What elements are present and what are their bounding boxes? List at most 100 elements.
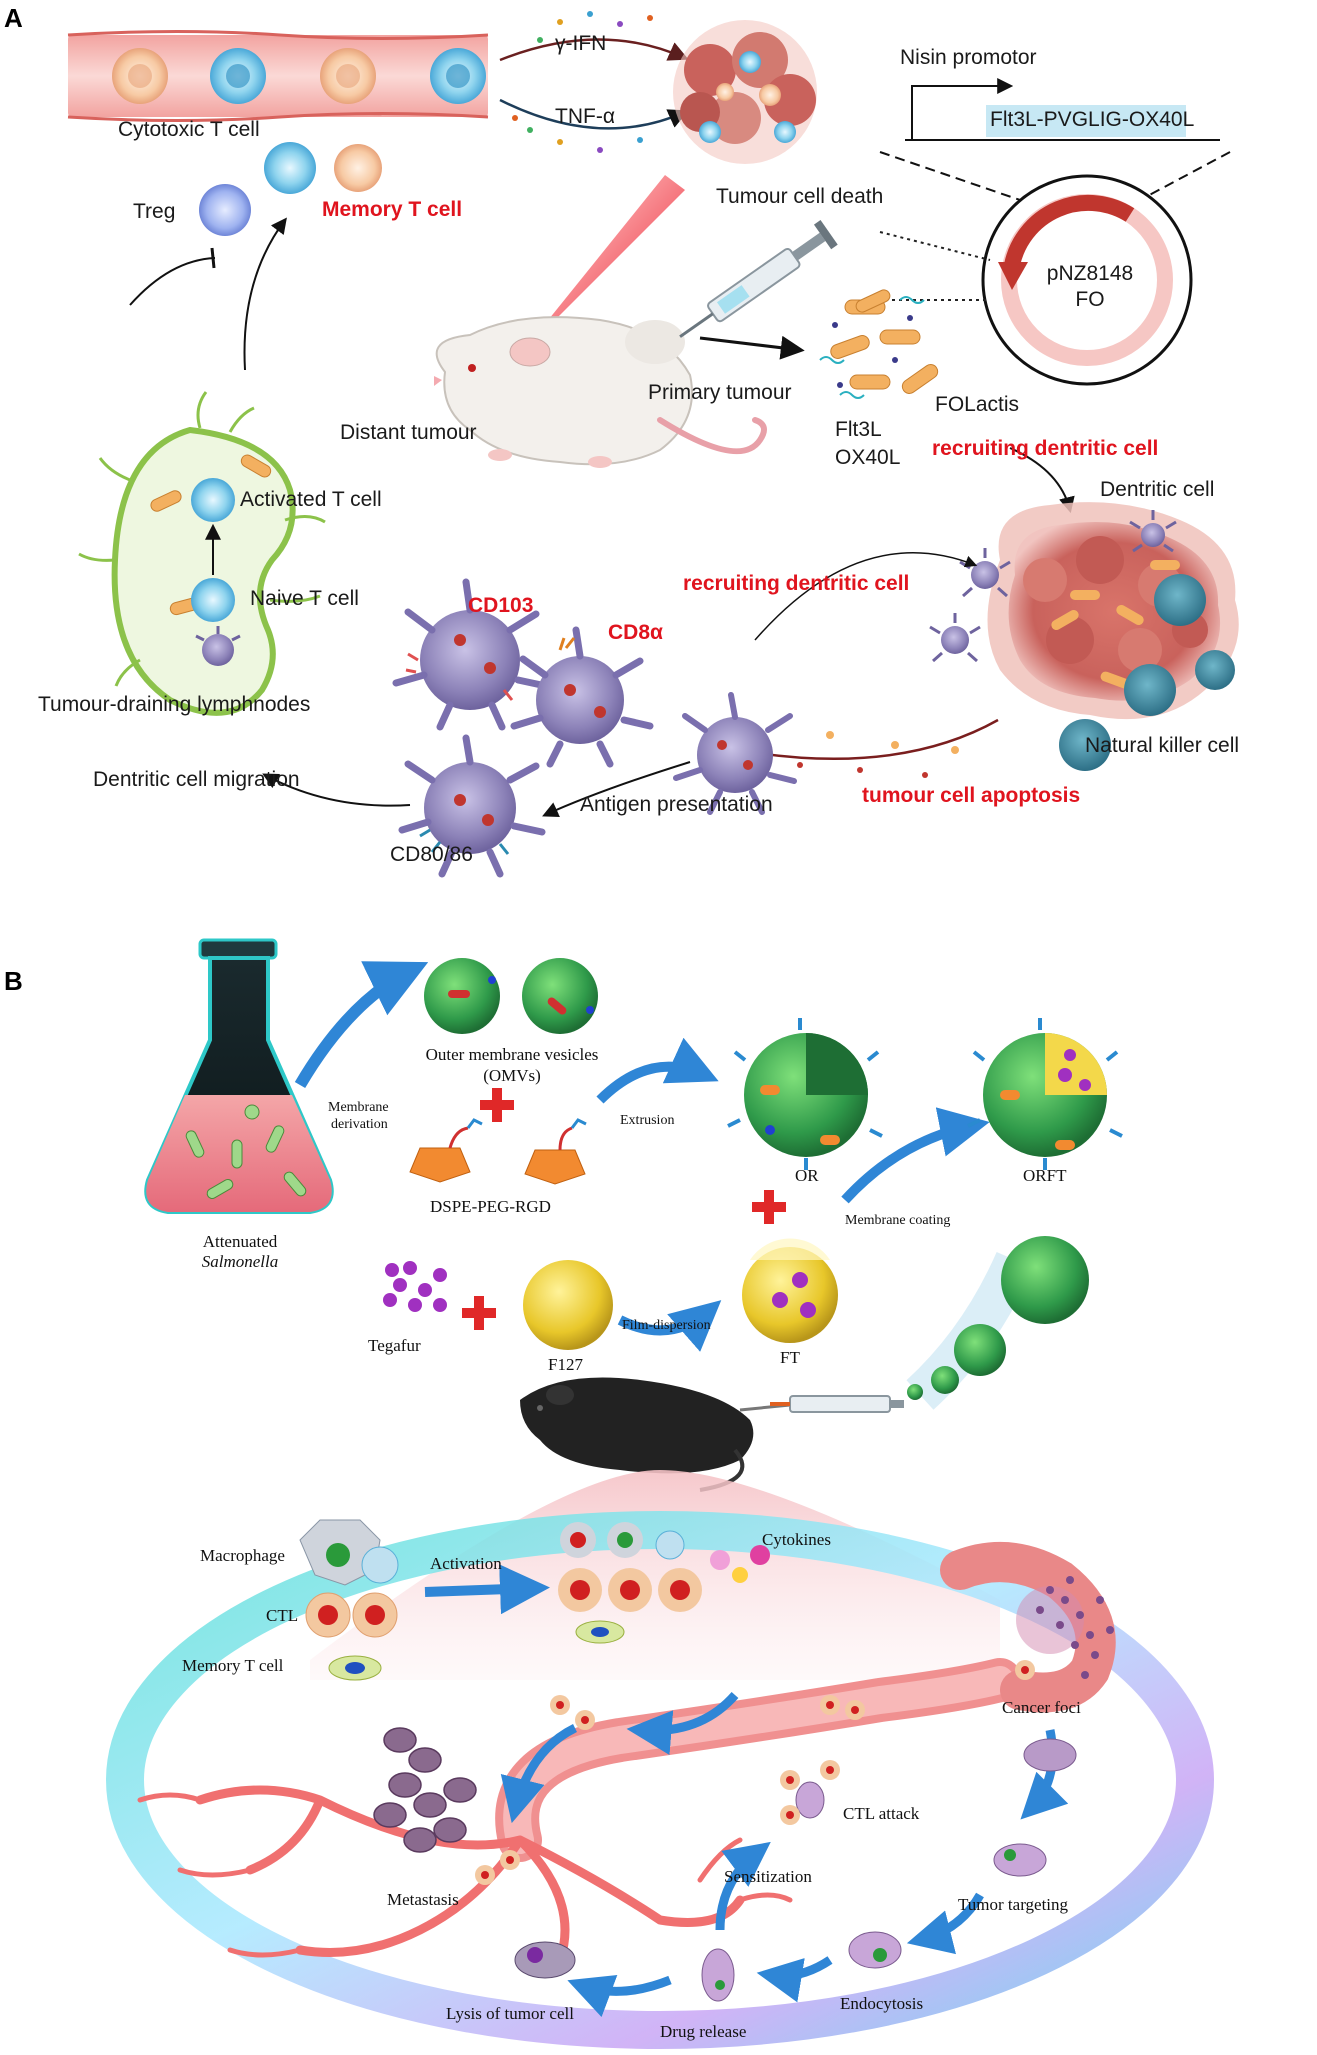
dspe-peg-rgd-molecules — [409, 1118, 587, 1185]
extrusion-label: Extrusion — [620, 1113, 675, 1128]
omv-vesicles — [424, 958, 598, 1034]
memory-t-cell-label: Memory T cell — [322, 198, 463, 221]
arrow-activation — [424, 1564, 550, 1615]
gamma-ifn-label: γ-IFN — [555, 32, 607, 55]
salmonella-flask — [144, 938, 334, 1214]
tumour-cell-apoptosis-label: tumour cell apoptosis — [862, 784, 1081, 807]
natural-killer-cell — [1059, 719, 1111, 771]
orft-label: ORFT — [1023, 1166, 1067, 1185]
lysis-of-tumor-cell-label: Lysis of tumor cell — [446, 2004, 574, 2023]
cd103-label: CD103 — [468, 594, 534, 617]
injection-trail — [906, 1236, 1089, 1410]
tegafur-molecules — [383, 1261, 447, 1312]
macrophage-group — [299, 1519, 399, 1586]
panel-a-letter: A — [4, 3, 23, 33]
memory-t-cell-orange — [334, 144, 382, 192]
tumour-cluster-top — [673, 20, 817, 164]
tumor-targeting-label: Tumor targeting — [958, 1895, 1069, 1914]
drug-release-label: Drug release — [660, 2022, 747, 2041]
endocytosis-label: Endocytosis — [840, 1994, 924, 2013]
syringe-a — [679, 220, 838, 338]
memory-t-cell-blue — [264, 142, 316, 194]
blood-vessel — [67, 30, 489, 122]
film-dispersion-label: Film-dispersion — [622, 1318, 711, 1333]
tegafur-label: Tegafur — [368, 1336, 421, 1355]
metastasis-label: Metastasis — [387, 1890, 459, 1909]
projection-cone — [310, 1470, 1000, 1680]
apoptosis-dots — [797, 731, 959, 778]
activated-t-cell-label: Activated T cell — [240, 488, 382, 511]
ctl-label: CTL — [266, 1606, 299, 1625]
ctl-group — [305, 1592, 398, 1638]
naive-t-cell-label: Naive T cell — [250, 587, 359, 610]
flt3l-label: Flt3L — [835, 418, 882, 441]
ox40l-label: OX40L — [835, 446, 901, 469]
ring-stage-cells — [514, 1738, 1077, 2002]
treg-label: Treg — [133, 200, 176, 223]
attenuated-label: Attenuated — [202, 1232, 278, 1251]
syringe-b — [739, 1395, 904, 1413]
primary-tumour-label: Primary tumour — [648, 381, 792, 404]
antigen-presentation-label: Antigen presentation — [580, 793, 773, 816]
cytokine-dots — [512, 11, 653, 153]
mouse-b — [520, 1377, 754, 1492]
cd80-86-label: CD80/86 — [390, 843, 473, 866]
activated-cells — [558, 1522, 770, 1644]
lymph-node — [78, 391, 326, 716]
orft-vesicle — [967, 1018, 1123, 1170]
cd8a-label: CD8α — [608, 621, 663, 644]
antigen-presenting-dc — [673, 692, 797, 815]
primary-tumour-mass — [987, 502, 1239, 720]
dentritic-cell-top — [1129, 510, 1177, 553]
folactis-label: FOLactis — [935, 393, 1020, 416]
red-crosses — [462, 1088, 786, 1330]
sensitization-label: Sensitization — [724, 1867, 812, 1886]
vessel-cells — [475, 1660, 1035, 1885]
plasmid-pnz8148-fo — [981, 174, 1193, 386]
body-ring — [106, 1511, 1214, 2049]
f127-label: F127 — [548, 1355, 583, 1374]
cancer-foci-label: Cancer foci — [1002, 1698, 1081, 1717]
dspe-peg-rgd-label: DSPE-PEG-RGD — [430, 1197, 551, 1216]
memory-t-cell-label-b: Memory T cell — [182, 1656, 284, 1675]
ft-label: FT — [780, 1348, 800, 1367]
tumour-cell-death-label: Tumour cell death — [716, 185, 884, 208]
ctl-attack-label: CTL attack — [843, 1804, 920, 1823]
omv-label-line2: (OMVs) — [483, 1066, 541, 1085]
metastasis-cluster — [373, 1727, 477, 1853]
activation-label: Activation — [430, 1554, 502, 1573]
distant-tumour-label: Distant tumour — [340, 421, 477, 444]
membrane-coating-label: Membrane coating — [845, 1213, 951, 1228]
tumour-draining-lymphnodes-label: Tumour-draining lymphnodes — [38, 693, 311, 716]
ft-micelle — [742, 1238, 838, 1343]
salmonella-label: Salmonella — [201, 1252, 279, 1271]
tnf-alpha-label: TNF-α — [555, 105, 615, 128]
dentritic-cell-migration-label: Dentritic cell migration — [93, 768, 300, 791]
or-vesicle — [727, 1018, 883, 1170]
gene-construct — [879, 78, 1231, 201]
cytokines-label: Cytokines — [762, 1530, 831, 1549]
membrane-derivation-line2: derivation — [331, 1117, 388, 1132]
panel-b-letter: B — [4, 966, 23, 996]
arrow-membrane-derivation — [294, 961, 429, 1089]
natural-killer-cell-label: Natural killer cell — [1085, 734, 1240, 757]
or-label: OR — [795, 1166, 819, 1185]
folactis-bacteria — [819, 289, 939, 399]
recruiting-dc-label-1: recruiting dentritic cell — [932, 437, 1159, 460]
nisin-promotor-label: Nisin promotor — [900, 46, 1037, 69]
omv-label-line1: Outer membrane vesicles — [425, 1045, 599, 1064]
dc-cluster — [392, 578, 654, 878]
arrow-membrane-coating — [841, 1107, 990, 1204]
treg-cell — [199, 184, 251, 236]
macrophage-label: Macrophage — [200, 1546, 285, 1565]
dentritic-cell-label: Dentritic cell — [1100, 478, 1215, 501]
plasmid-label-line2: FO — [1075, 288, 1105, 311]
membrane-derivation-line1: Membrane — [328, 1100, 389, 1115]
plasmid-label-line1: pNZ8148 — [1046, 262, 1134, 285]
memory-t-group — [328, 1655, 382, 1681]
gene-construct-label: Flt3L-PVGLIG-OX40L — [990, 108, 1195, 131]
cancer-foci — [940, 1542, 1116, 1713]
arrow-film-dispersion — [617, 1300, 722, 1352]
